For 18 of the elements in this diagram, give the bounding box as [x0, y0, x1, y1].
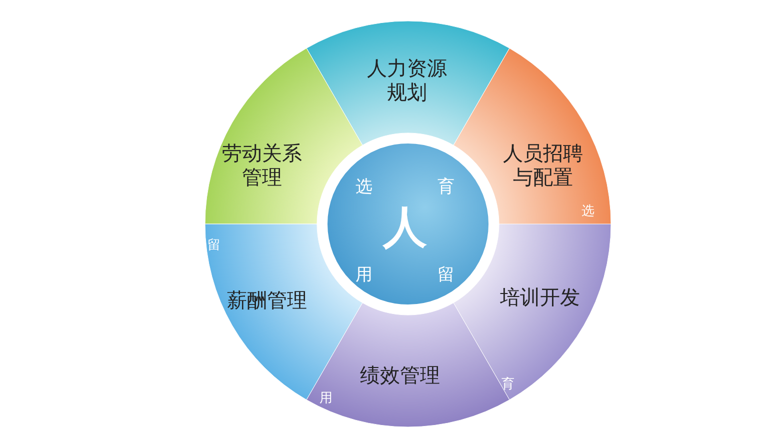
hub-label: 育	[436, 177, 456, 198]
sector-label: 绩效管理	[359, 363, 441, 387]
hub-label: 留	[436, 265, 456, 286]
sector-label: 人员招聘与配置	[502, 141, 584, 189]
sector-label: 劳动关系管理	[221, 141, 303, 189]
sector-label: 薪酬管理	[226, 288, 308, 312]
sector-label: 培训开发	[499, 285, 581, 309]
wheel-sector	[453, 48, 611, 224]
rim-label: 用	[318, 391, 334, 407]
center-character: 人	[382, 202, 428, 254]
sector-label: 人力资源规划	[366, 56, 448, 104]
rim-label: 留	[206, 238, 222, 254]
wheel-sector	[453, 224, 611, 400]
wheel-sector	[306, 21, 510, 146]
hub-label: 用	[354, 265, 374, 286]
rim-label: 育	[500, 377, 516, 393]
hub-label: 选	[354, 177, 374, 198]
rim-label: 选	[580, 204, 596, 220]
